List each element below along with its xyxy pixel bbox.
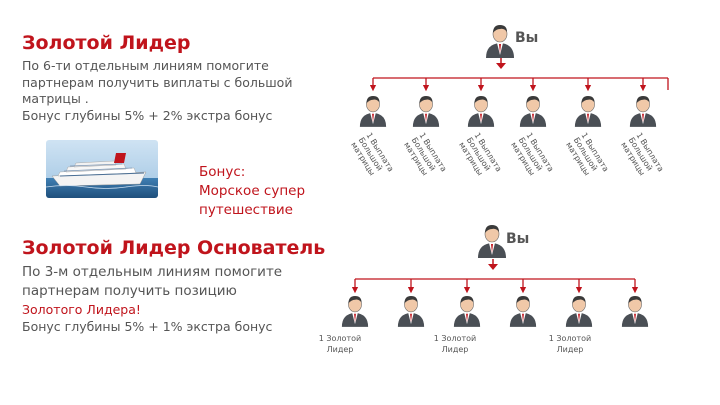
section1-line: матрицы . [22, 91, 89, 106]
tree1-child-person [411, 93, 441, 131]
tree2-child-person [564, 293, 594, 331]
section2-description: По 3-м отдельным линиям помогите партнер… [22, 263, 322, 335]
label-line: 1 Золотой [548, 334, 592, 343]
tree1-root-arrow [496, 58, 506, 69]
person-icon [453, 295, 481, 327]
person-icon [412, 95, 440, 127]
person-icon [629, 95, 657, 127]
section1-line: Бонус глубины 5% + 2% экстра бонус [22, 107, 273, 123]
section1-line: партнерам получить виплаты с большой [22, 74, 293, 90]
tree2-leaf-label: 1 Золотой Лидер [315, 333, 365, 355]
tree2-child-person [508, 293, 538, 331]
tree2-leaf-label: 1 Золотой Лидер [545, 333, 595, 355]
tree1-child-person [466, 93, 496, 131]
person-icon [565, 295, 593, 327]
section2-title: Золотой Лидер Основатель [22, 237, 326, 259]
person-icon [341, 295, 369, 327]
person-icon [397, 295, 425, 327]
section1-title: Золотой Лидер [22, 32, 191, 54]
cruise-ship-image [46, 140, 158, 198]
tree1-child-person [518, 93, 548, 131]
person-icon [519, 95, 547, 127]
tree2-child-person [452, 293, 482, 331]
person-icon [621, 295, 649, 327]
label-line: Лидер [441, 345, 469, 354]
tree2-root-label: Вы [506, 231, 530, 247]
tree1-child-person [628, 93, 658, 131]
section1-description: По 6-ти отдельным линиям помогите партне… [22, 58, 322, 124]
label-line: Лидер [556, 345, 584, 354]
bonus-line: Бонус: [199, 164, 246, 180]
person-icon [467, 95, 495, 127]
label-line: 1 Золотой [318, 334, 362, 343]
tree1-child-person [573, 93, 603, 131]
tree2-leaf-label: 1 Золотой Лидер [430, 333, 480, 355]
tree1-root-label: Вы [515, 30, 539, 46]
person-icon [486, 25, 514, 58]
section1-line: По 6-ти отдельным линиям помогите [22, 58, 269, 73]
bonus-description: Бонус: Морское супер путешествие [199, 163, 305, 220]
bonus-line: путешествие [199, 202, 293, 218]
section2-highlight: Золотого Лидера! [22, 302, 141, 317]
tree1-root-person [484, 22, 516, 62]
section2-line: Бонус глубины 5% + 1% экстра бонус [22, 319, 273, 334]
person-icon [478, 225, 506, 258]
tree2-child-person [396, 293, 426, 331]
section2-line: партнерам получить позицию [22, 283, 237, 299]
person-icon [359, 95, 387, 127]
label-line: Лидер [326, 345, 354, 354]
tree1-child-person [358, 93, 388, 131]
section2-line: По 3-м отдельным линиям помогите [22, 264, 283, 280]
tree2-child-person [620, 293, 650, 331]
tree2-root-arrow [488, 259, 498, 270]
bonus-line: Морское супер [199, 183, 306, 199]
person-icon [509, 295, 537, 327]
label-line: 1 Золотой [433, 334, 477, 343]
tree2-child-person [340, 293, 370, 331]
tree2-root-person [476, 222, 508, 262]
person-icon [574, 95, 602, 127]
